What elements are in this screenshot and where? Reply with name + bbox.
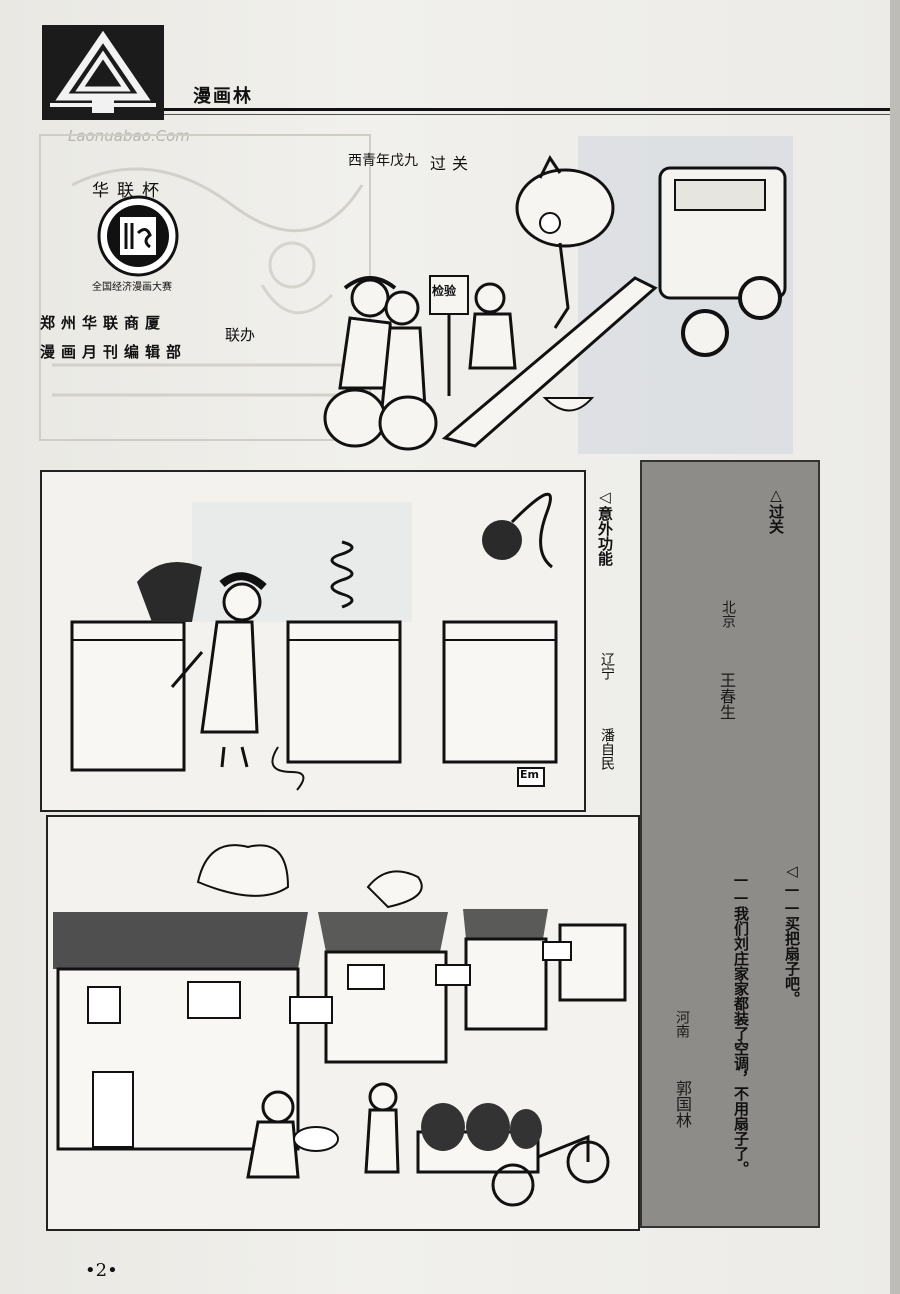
contest-caption: 全国经济漫画大赛 [92,282,172,293]
header-rule [164,108,890,111]
contest-emblem [92,195,184,277]
cartoon2-stamp: Em [520,768,539,781]
cartoon3-province: 河南 [674,1010,690,1038]
cartoon3-caption-1: ◁——买把扇子吧。 [783,862,801,1006]
gray-panel-province: 北京 [720,600,736,628]
magazine-logo [42,25,164,120]
gray-panel-title: △过关 [767,486,785,534]
organizer-2: 漫画月刊编辑部 [40,343,188,361]
cartoon3-caption-2: ——我们刘庄家家都装了空调，不用扇子了。 [732,870,750,1176]
cartoon1-art-title: 过关 [430,154,475,173]
cartoon-village-panel [46,815,640,1231]
inspection-sign-text: 检验 [432,284,457,298]
cartoon2-author: 潘自民 [599,728,615,770]
header-rule-thin [164,114,890,115]
section-title: 漫画林 [193,86,253,107]
caption-side-panel [640,460,820,1228]
co-host-label: 联办 [225,326,256,344]
page-edge [890,0,900,1294]
organizer-1: 郑州华联商厦 [40,314,167,332]
cartoon2-province: 辽宁 [599,652,615,680]
cartoon-customs-illustration [310,128,795,455]
page-number: •2• [85,1260,118,1281]
gray-panel-author: 王春生 [717,672,736,720]
cartoon1-signature: 西青年戊九 [348,153,418,169]
cartoon3-author: 郭国林 [673,1080,692,1128]
cartoon2-title: ◁意外功能 [596,488,614,566]
cartoon-washing-machine-panel [40,470,586,812]
